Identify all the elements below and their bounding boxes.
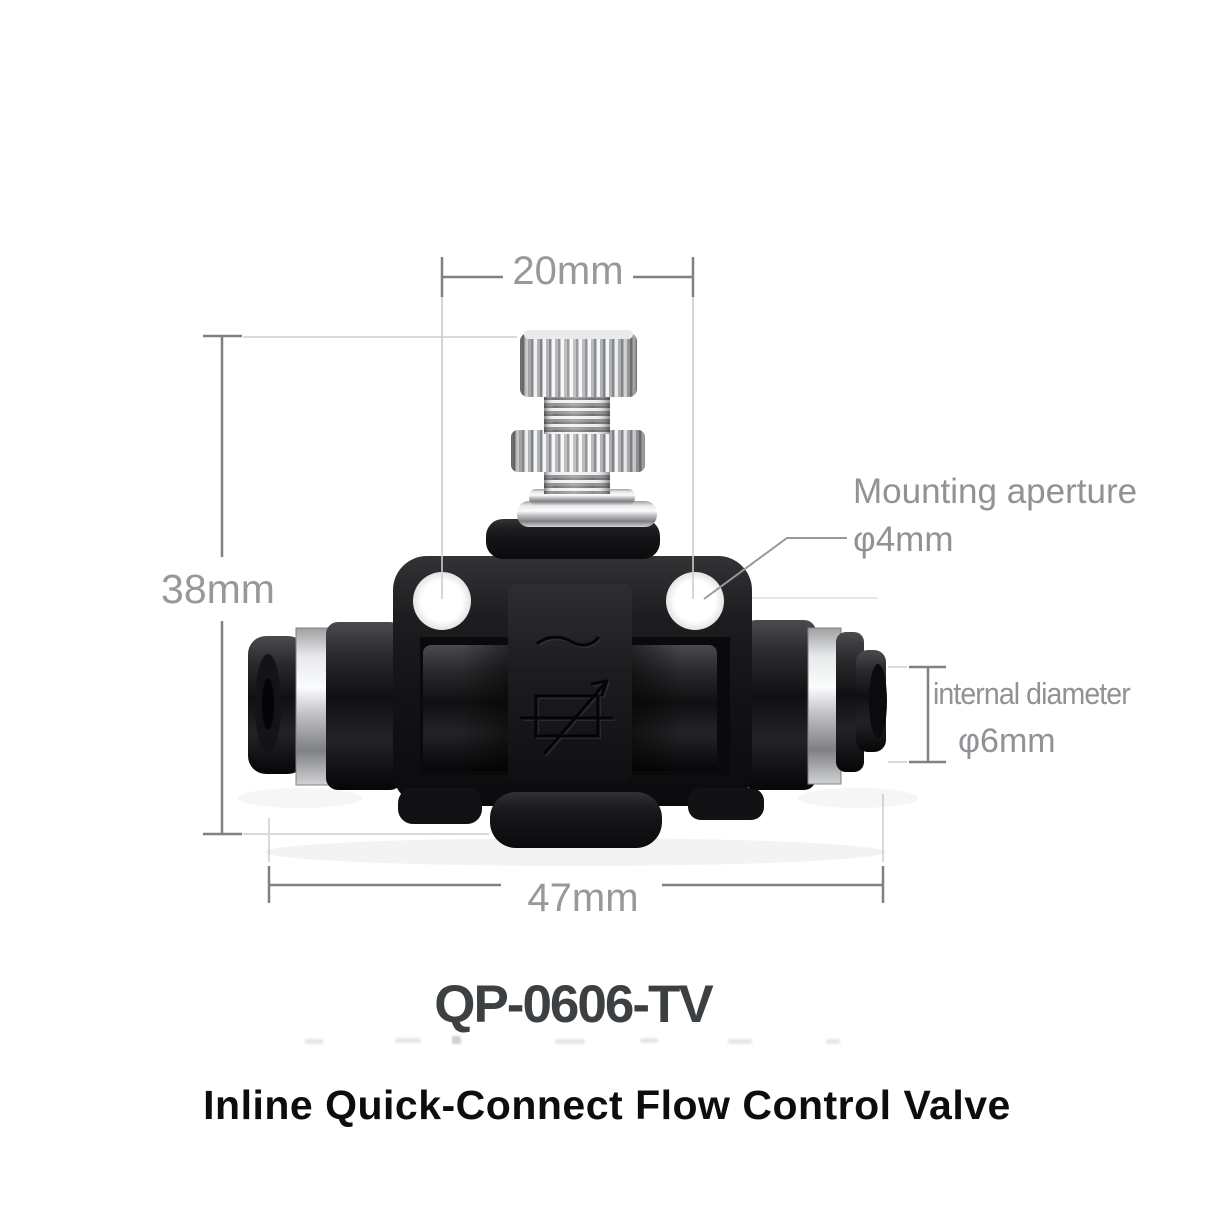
washer-lower	[517, 501, 657, 527]
flow-symbol	[520, 635, 615, 756]
bottom-port	[398, 788, 764, 848]
dimension-label-top-width: 20mm	[512, 249, 624, 293]
mounting-aperture-leader	[703, 537, 847, 600]
internal-passages	[423, 645, 717, 771]
dim-47mm-line	[267, 866, 885, 903]
left-connector	[248, 622, 402, 790]
dimension-label-bottom-length: 47mm	[527, 876, 639, 920]
product-code: QP-0606-TV	[434, 975, 714, 1034]
right-connector	[744, 620, 887, 790]
mounting-aperture-callout: Mounting aperture φ4mm	[853, 468, 1137, 564]
soft-shadow	[238, 788, 918, 866]
dim-internal-line	[909, 665, 946, 764]
mounting-aperture-label: Mounting aperture	[853, 472, 1138, 511]
dimension-lines	[203, 257, 946, 903]
mounting-hole-right	[666, 572, 724, 630]
product-title: Inline Quick-Connect Flow Control Valve	[203, 1082, 1011, 1128]
mounting-hole-left	[413, 572, 471, 630]
adjustment-knob-stack	[486, 330, 660, 559]
dim-38mm-line	[203, 334, 242, 836]
dim-20mm-line	[440, 257, 695, 297]
extension-lines-over	[441, 297, 694, 599]
bonnet	[486, 519, 660, 559]
faded-text-remnants	[0, 1036, 1214, 1048]
mounting-aperture-value: φ4mm	[853, 520, 954, 559]
internal-diameter-label: internal diameter	[933, 676, 1131, 711]
dimension-label-side-height: 38mm	[161, 566, 275, 612]
internal-diameter-value: φ6mm	[958, 722, 1056, 760]
valve-center-block	[508, 584, 632, 782]
knob-top-rim	[524, 330, 633, 339]
